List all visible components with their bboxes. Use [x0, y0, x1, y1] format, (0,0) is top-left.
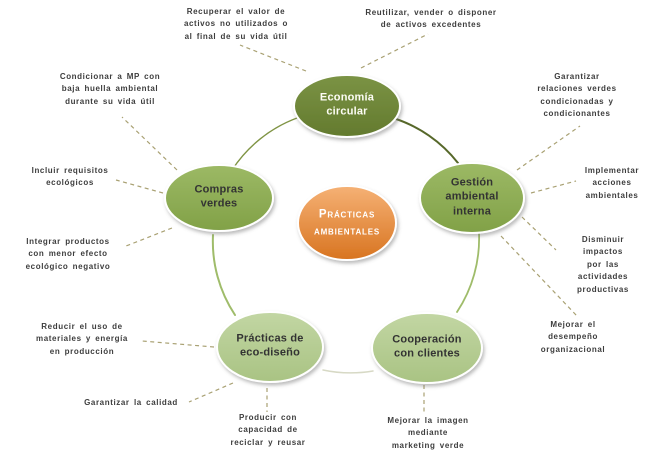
center-node-label: Prácticas ambientales [314, 208, 380, 237]
arc-compras-economia [231, 117, 298, 171]
node-ellipse-economia [293, 74, 401, 138]
connector-compras-condicionar [121, 116, 178, 171]
annotation-producir: Producir con capacidad de reciclar y reu… [230, 413, 306, 447]
annotation-garantizar-relaciones: Garantizar relaciones verdes condicionad… [537, 72, 617, 119]
arc-compras-practicas [211, 234, 236, 316]
connector-gestion-disminuir [521, 216, 557, 251]
arc-practicas-cooperacion [322, 369, 374, 374]
connector-practicas-reducir [141, 340, 215, 348]
annotation-disminuir: Disminuir impactos por las actividades p… [577, 235, 629, 294]
arc-economia-gestion [392, 117, 459, 164]
connector-economia-recuperar [239, 44, 307, 72]
annotation-incluir: Incluir requisitos ecológicos [31, 166, 109, 188]
annotation-reutilizar: Reutilizar, vender o disponer de activos… [365, 8, 497, 30]
connector-gestion-garantizar-relaciones [516, 125, 581, 171]
node-ellipse-practicas [216, 311, 324, 383]
annotation-mejorar-imagen: Mejorar la imagen mediante marketing ver… [387, 416, 469, 450]
connector-compras-incluir [115, 179, 164, 194]
annotation-mejorar-desempeno: Mejorar el desempeño organizacional [540, 320, 606, 354]
node-label-practicas: Prácticas de eco-diseño [236, 332, 304, 359]
connector-practicas-garantizar-calidad [188, 382, 234, 403]
connector-compras-integrar [125, 227, 173, 247]
center-node-ellipse [297, 185, 397, 261]
node-ellipse-compras [164, 164, 274, 232]
annotation-implementar: Implementar acciones ambientales [584, 166, 640, 200]
annotation-integrar: Integrar productos con menor efecto ecol… [25, 237, 111, 271]
annotation-condicionar: Condicionar a MP con baja huella ambient… [59, 72, 161, 106]
node-label-gestion: Gestión ambiental interna [445, 176, 499, 218]
node-label-cooperacion: Cooperación con clientes [392, 333, 462, 360]
arc-gestion-cooperacion [456, 232, 480, 313]
annotation-reducir: Reducir el uso de materiales y energía e… [36, 322, 128, 356]
node-ellipse-gestion [419, 162, 525, 234]
annotation-recuperar: Recuperar el valor de activos no utiliza… [183, 7, 289, 41]
node-label-compras: Compras verdes [194, 183, 244, 210]
node-label-economia: Economía circular [319, 91, 375, 118]
annotation-garantizar-calidad: Garantizar la calidad [84, 398, 178, 407]
connector-gestion-implementar [530, 180, 577, 194]
connector-gestion-mejorar-desempeno [500, 235, 578, 317]
node-ellipse-cooperacion [371, 312, 483, 384]
connector-economia-reutilizar [360, 33, 429, 69]
